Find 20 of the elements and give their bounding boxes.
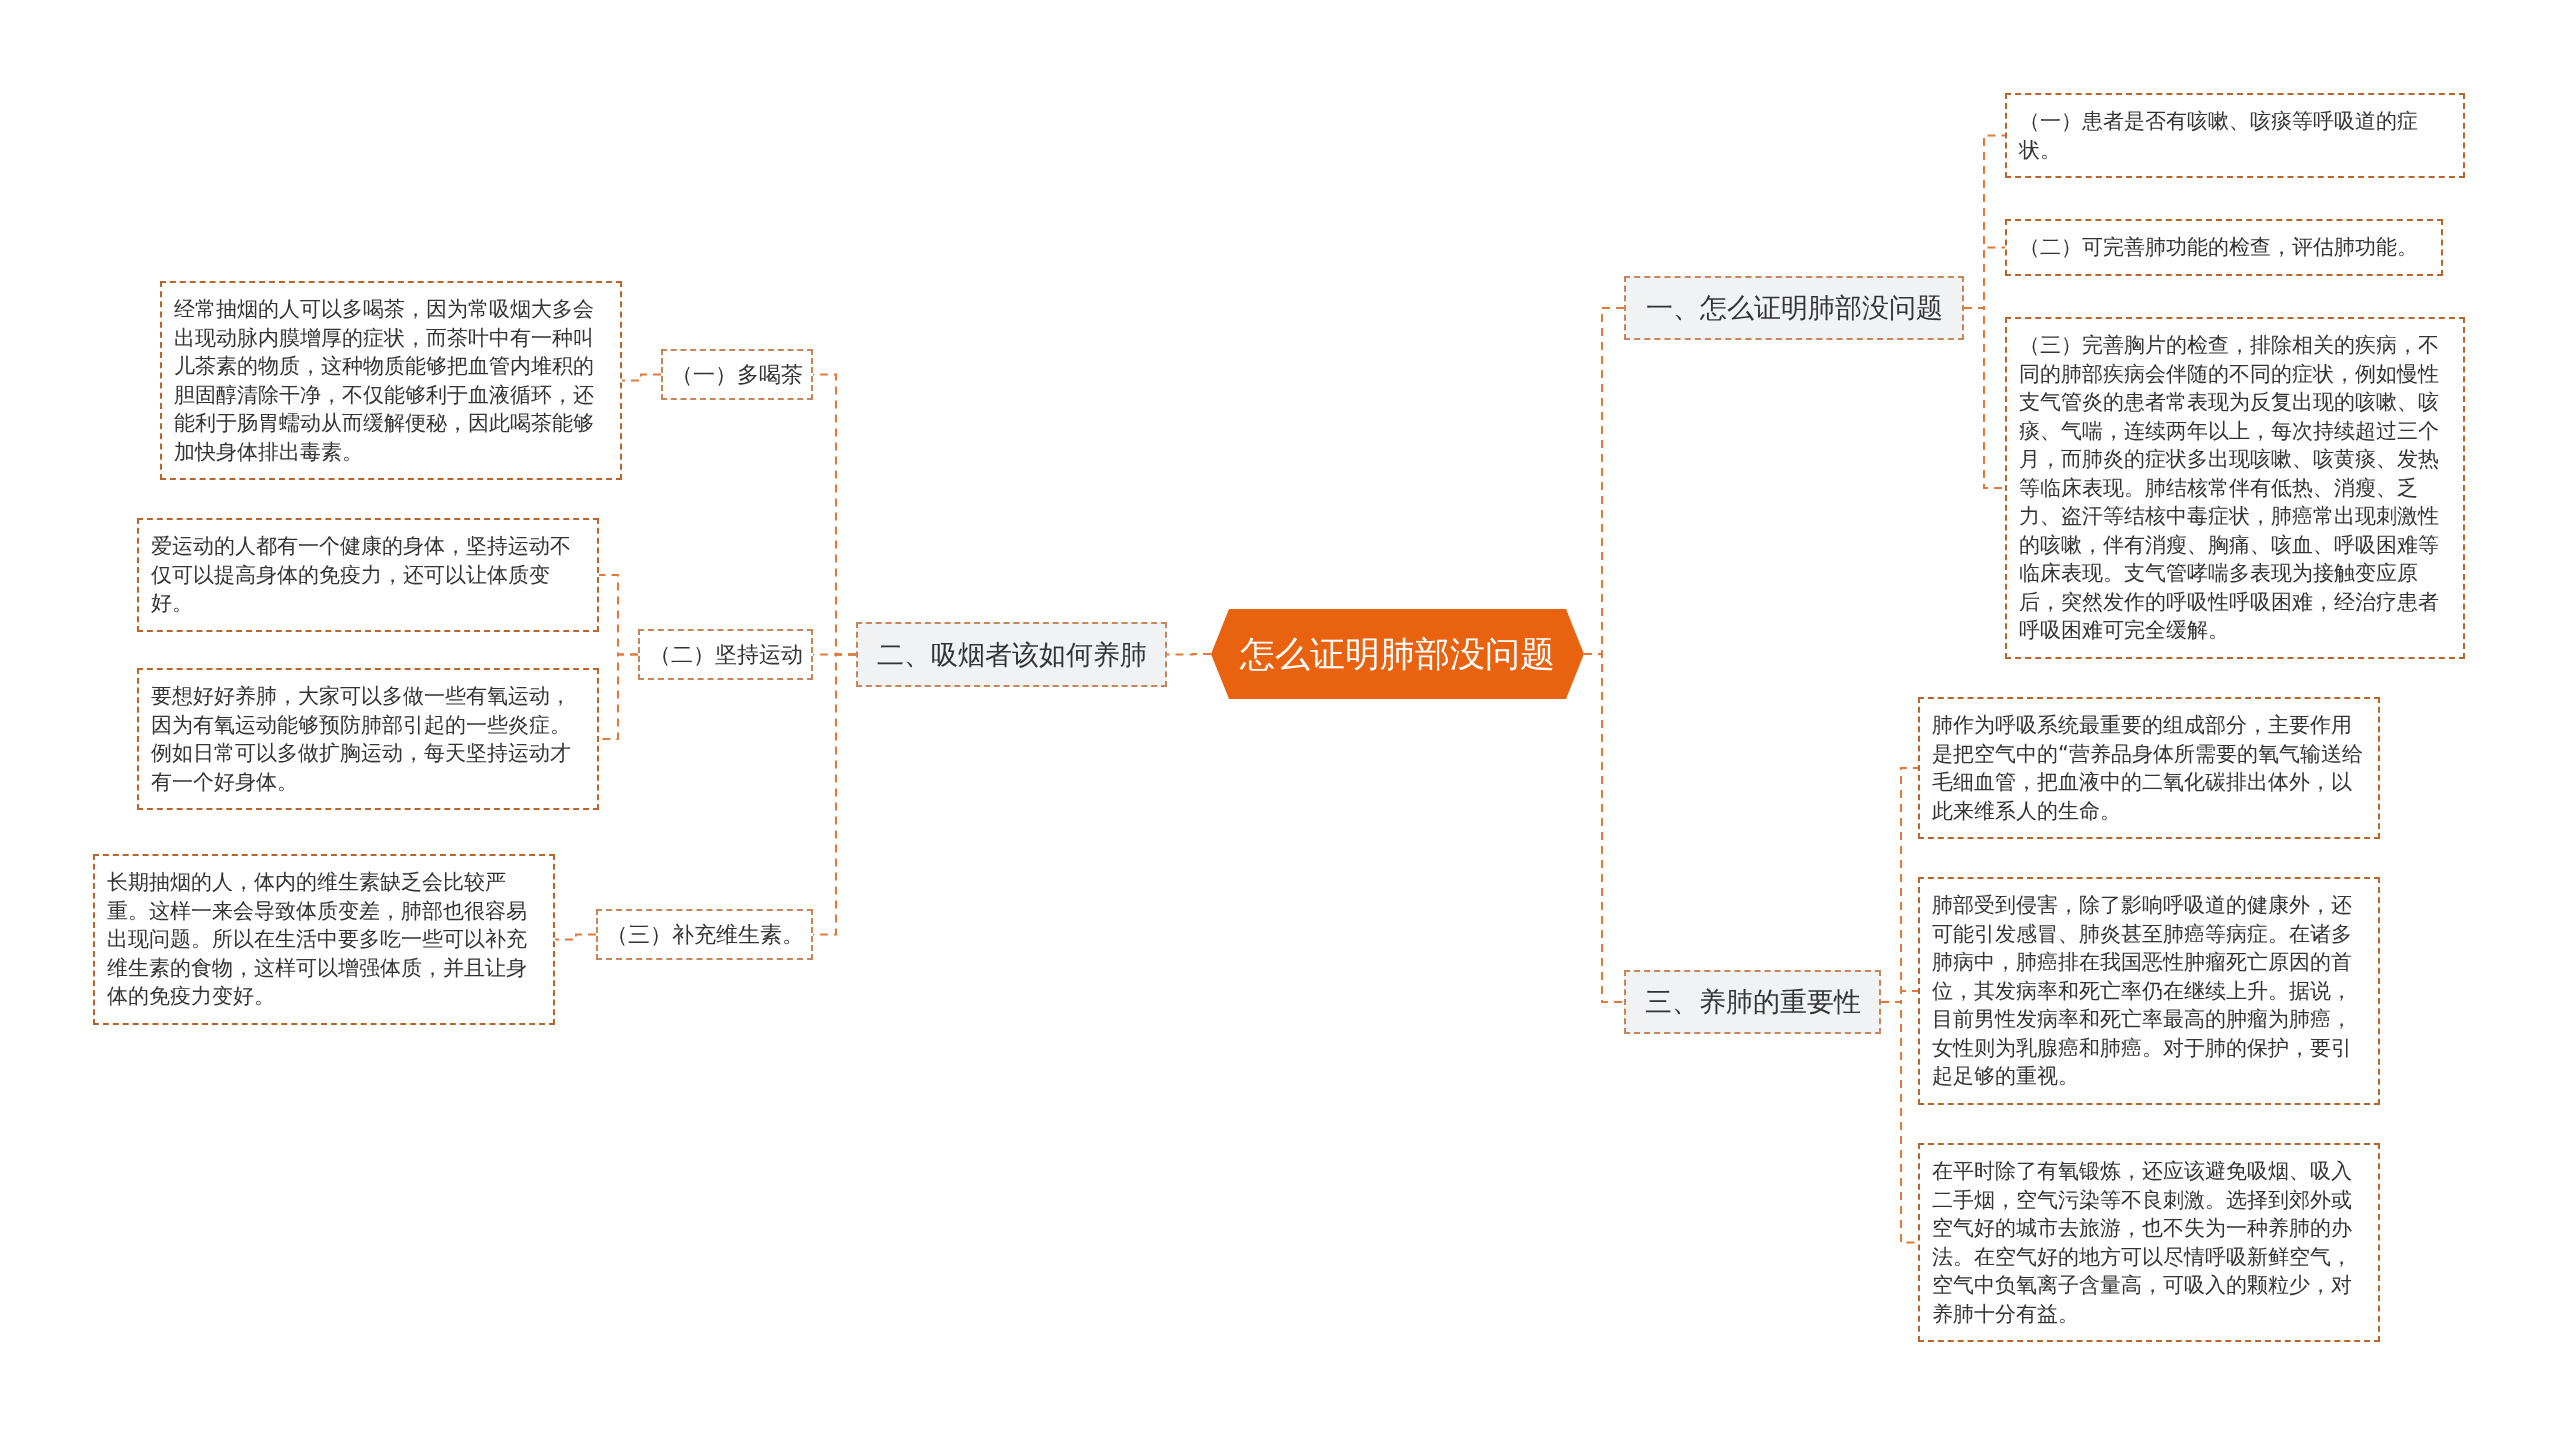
text-box: 在平时除了有氧锻炼，还应该避免吸烟、吸入二手烟，空气污染等不良刺激。选择到郊外或空气好的城市去旅游，也不失为一种养肺的办法。在空气好的地方可以尽情呼吸新鲜空气，空气中负氧离子含量高，可吸入的颗粒少，对养肺十分有益。 (1918, 1143, 2380, 1342)
connector-line (621, 373, 662, 382)
topic-box: 三、养肺的重要性 (1624, 970, 1881, 1034)
subtopic-box: （三）补充维生素。 (596, 909, 813, 960)
text-box: 经常抽烟的人可以多喝茶，因为常吸烟大多会出现动脉内膜增厚的症状，而茶叶中有一种叫儿茶素的物质，这种物质能够把血管内堆积的胆固醇清除干净，不仅能够利于血液循环，还能利于肠胃蠕动从而缓解便秘，因此喝茶能够加快身体排出毒素。 (160, 281, 622, 480)
subtopic-box: （一）多喝茶 (661, 349, 813, 400)
connector-line (554, 933, 597, 941)
text-box: 肺部受到侵害，除了影响呼吸道的健康外，还可能引发感冒、肺炎甚至肺癌等病症。在诸多肺病中，肺癌排在我国恶性肿瘤死亡原因的首位，其发病率和死亡率仍在继续上升。据说，目前男性发病率和死亡率最高的肿瘤为肺癌，女性则为乳腺癌和肺癌。对于肺的保护，要引起足够的重视。 (1918, 877, 2380, 1105)
text-box: （三）完善胸片的检查，排除相关的疾病，不同的肺部疾病会伴随的不同的症状，例如慢性支气管炎的患者常表现为反复出现的咳嗽、咳痰、气喘，连续两年以上，每次持续超过三个月，而肺炎的症状多出现咳嗽、咳黄痰、发热等临床表现。肺结核常伴有低热、消瘦、乏力、盗汗等结核中毒症状，肺癌常出现刺激性的咳嗽，伴有消瘦、胸痛、咳血、呼吸困难等临床表现。支气管哮喘多表现为接触变应原后，突然发作的呼吸性呼吸困难，经治疗患者呼吸困难可完全缓解。 (2005, 317, 2465, 659)
subtopic-box: （二）坚持运动 (638, 629, 813, 680)
text-box: 长期抽烟的人，体内的维生素缺乏会比较严重。这样一来会导致体质变差，肺部也很容易出现问题。所以在生活中要多吃一些可以补充维生素的食物，这样可以增强体质，并且让身体的免疫力变好。 (93, 854, 555, 1025)
text-box: （一）患者是否有咳嗽、咳痰等呼吸道的症状。 (2005, 93, 2465, 178)
topic-box: 二、吸烟者该如何养肺 (856, 622, 1167, 687)
text-box: 肺作为呼吸系统最重要的组成部分，主要作用是把空气中的“营养品身体所需要的氧气输送给毛细血管，把血液中的二氧化碳排出体外，以此来维系人的生命。 (1918, 697, 2380, 839)
text-box: 爱运动的人都有一个健康的身体，坚持运动不仅可以提高身体的免疫力，还可以让体质变好。 (137, 518, 599, 632)
connector-line (1166, 653, 1212, 656)
central-topic: 怎么证明肺部没问题 (1211, 609, 1584, 699)
text-box: 要想好好养肺，大家可以多做一些有氧运动，因为有氧运动能够预防肺部引起的一些炎症。例如日常可以多做扩胸运动，每天坚持运动才有一个好身体。 (137, 668, 599, 810)
text-box: （二）可完善肺功能的检查，评估肺功能。 (2005, 219, 2443, 276)
topic-box: 一、怎么证明肺部没问题 (1624, 276, 1964, 340)
